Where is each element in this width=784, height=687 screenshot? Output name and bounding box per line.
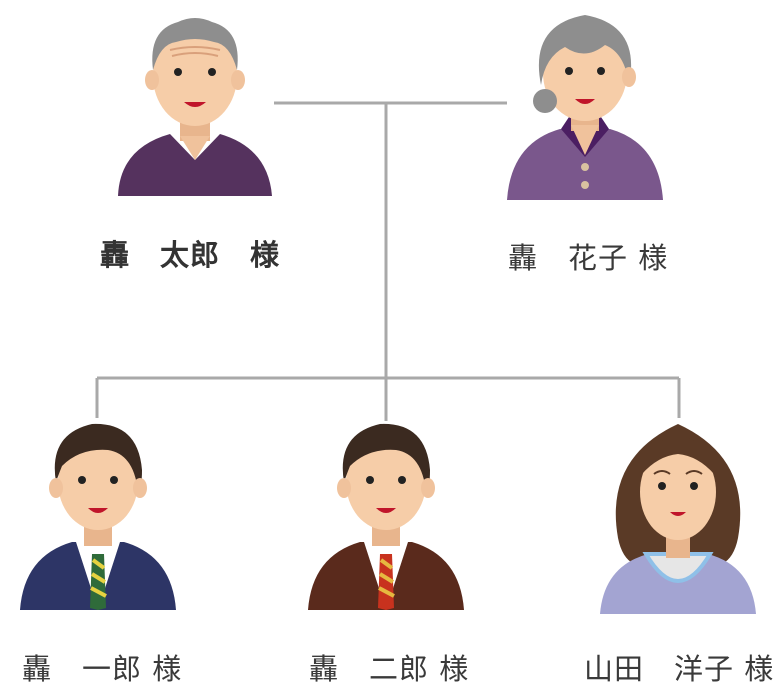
elderly-man-icon: [118, 18, 272, 196]
elderly-woman-icon: [507, 15, 663, 200]
man-navy-suit-icon: [20, 423, 176, 610]
child-2-name: 轟 二郎 様: [309, 652, 470, 686]
child-3-name: 山田 洋子 様: [584, 652, 775, 686]
grandmother-name: 轟 花子 様: [508, 241, 669, 275]
man-brown-suit-icon: [308, 423, 464, 610]
grandfather-name: 轟 太郎 様: [100, 238, 281, 272]
child-1-name: 轟 一郎 様: [22, 652, 183, 686]
young-woman-icon: [600, 424, 756, 614]
